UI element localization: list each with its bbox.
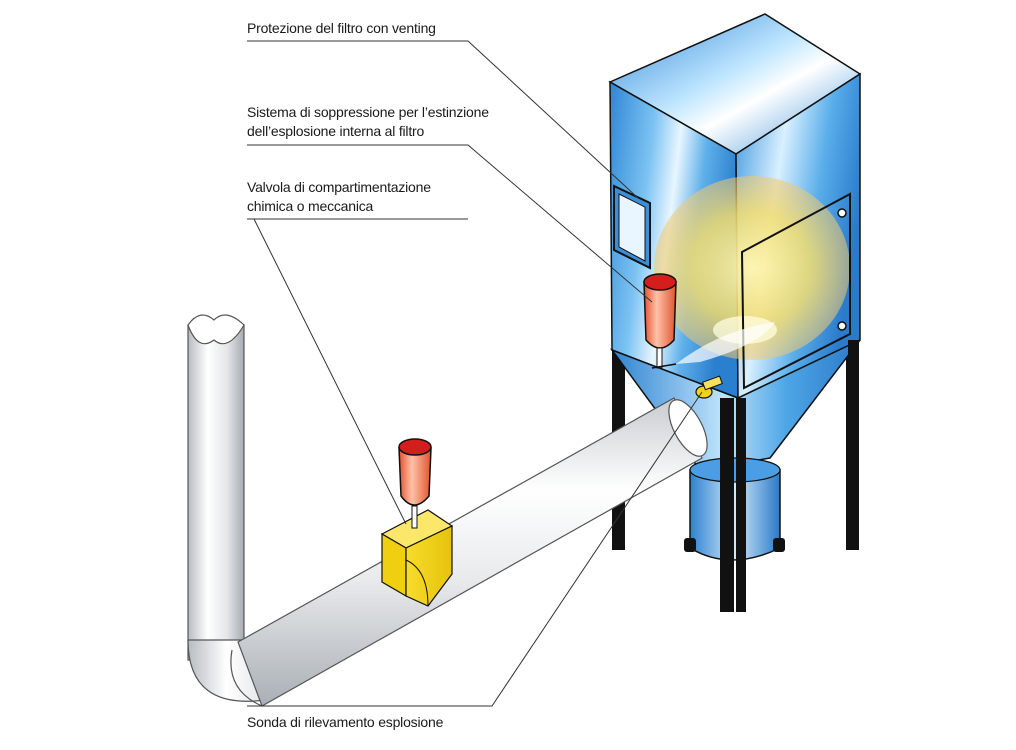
valve-suppressor [398,438,432,529]
bin-wheel-left [684,538,696,552]
horizontal-duct [237,397,703,707]
leader-line-probe [247,391,703,707]
label-suppression-line1: Sistema di soppressione per l’estinzione [247,104,489,120]
leader-lines [247,40,703,707]
vertical-duct [187,324,245,661]
label-probe-text: Sonda di rilevamento esplosione [247,714,444,730]
filter-suppressor [643,273,775,369]
collection-bin [689,468,781,561]
leader-line-suppression [247,144,653,303]
leader-line-valve [247,218,468,525]
label-suppression: Sistema di soppressione per l’estinzione… [247,103,489,141]
label-probe: Sonda di rilevamento esplosione [247,713,443,732]
explosion-fireball [654,176,850,360]
label-venting: Protezione del filtro con venting [247,19,436,38]
filter-leg-front-right [848,340,858,550]
label-valve: Valvola di compartimentazione chimica o … [247,178,431,216]
label-venting-text: Protezione del filtro con venting [247,20,436,36]
filter-unit [608,13,862,612]
label-valve-line2: chimica o meccanica [247,198,374,214]
leader-line-venting [247,40,639,199]
bin-wheel-right [773,538,785,552]
duct-system [187,314,708,707]
filter-leg-front-left [720,398,734,612]
label-valve-line1: Valvola di compartimentazione [247,179,431,195]
label-suppression-line2: dell’esplosione interna al filtro [247,123,425,139]
